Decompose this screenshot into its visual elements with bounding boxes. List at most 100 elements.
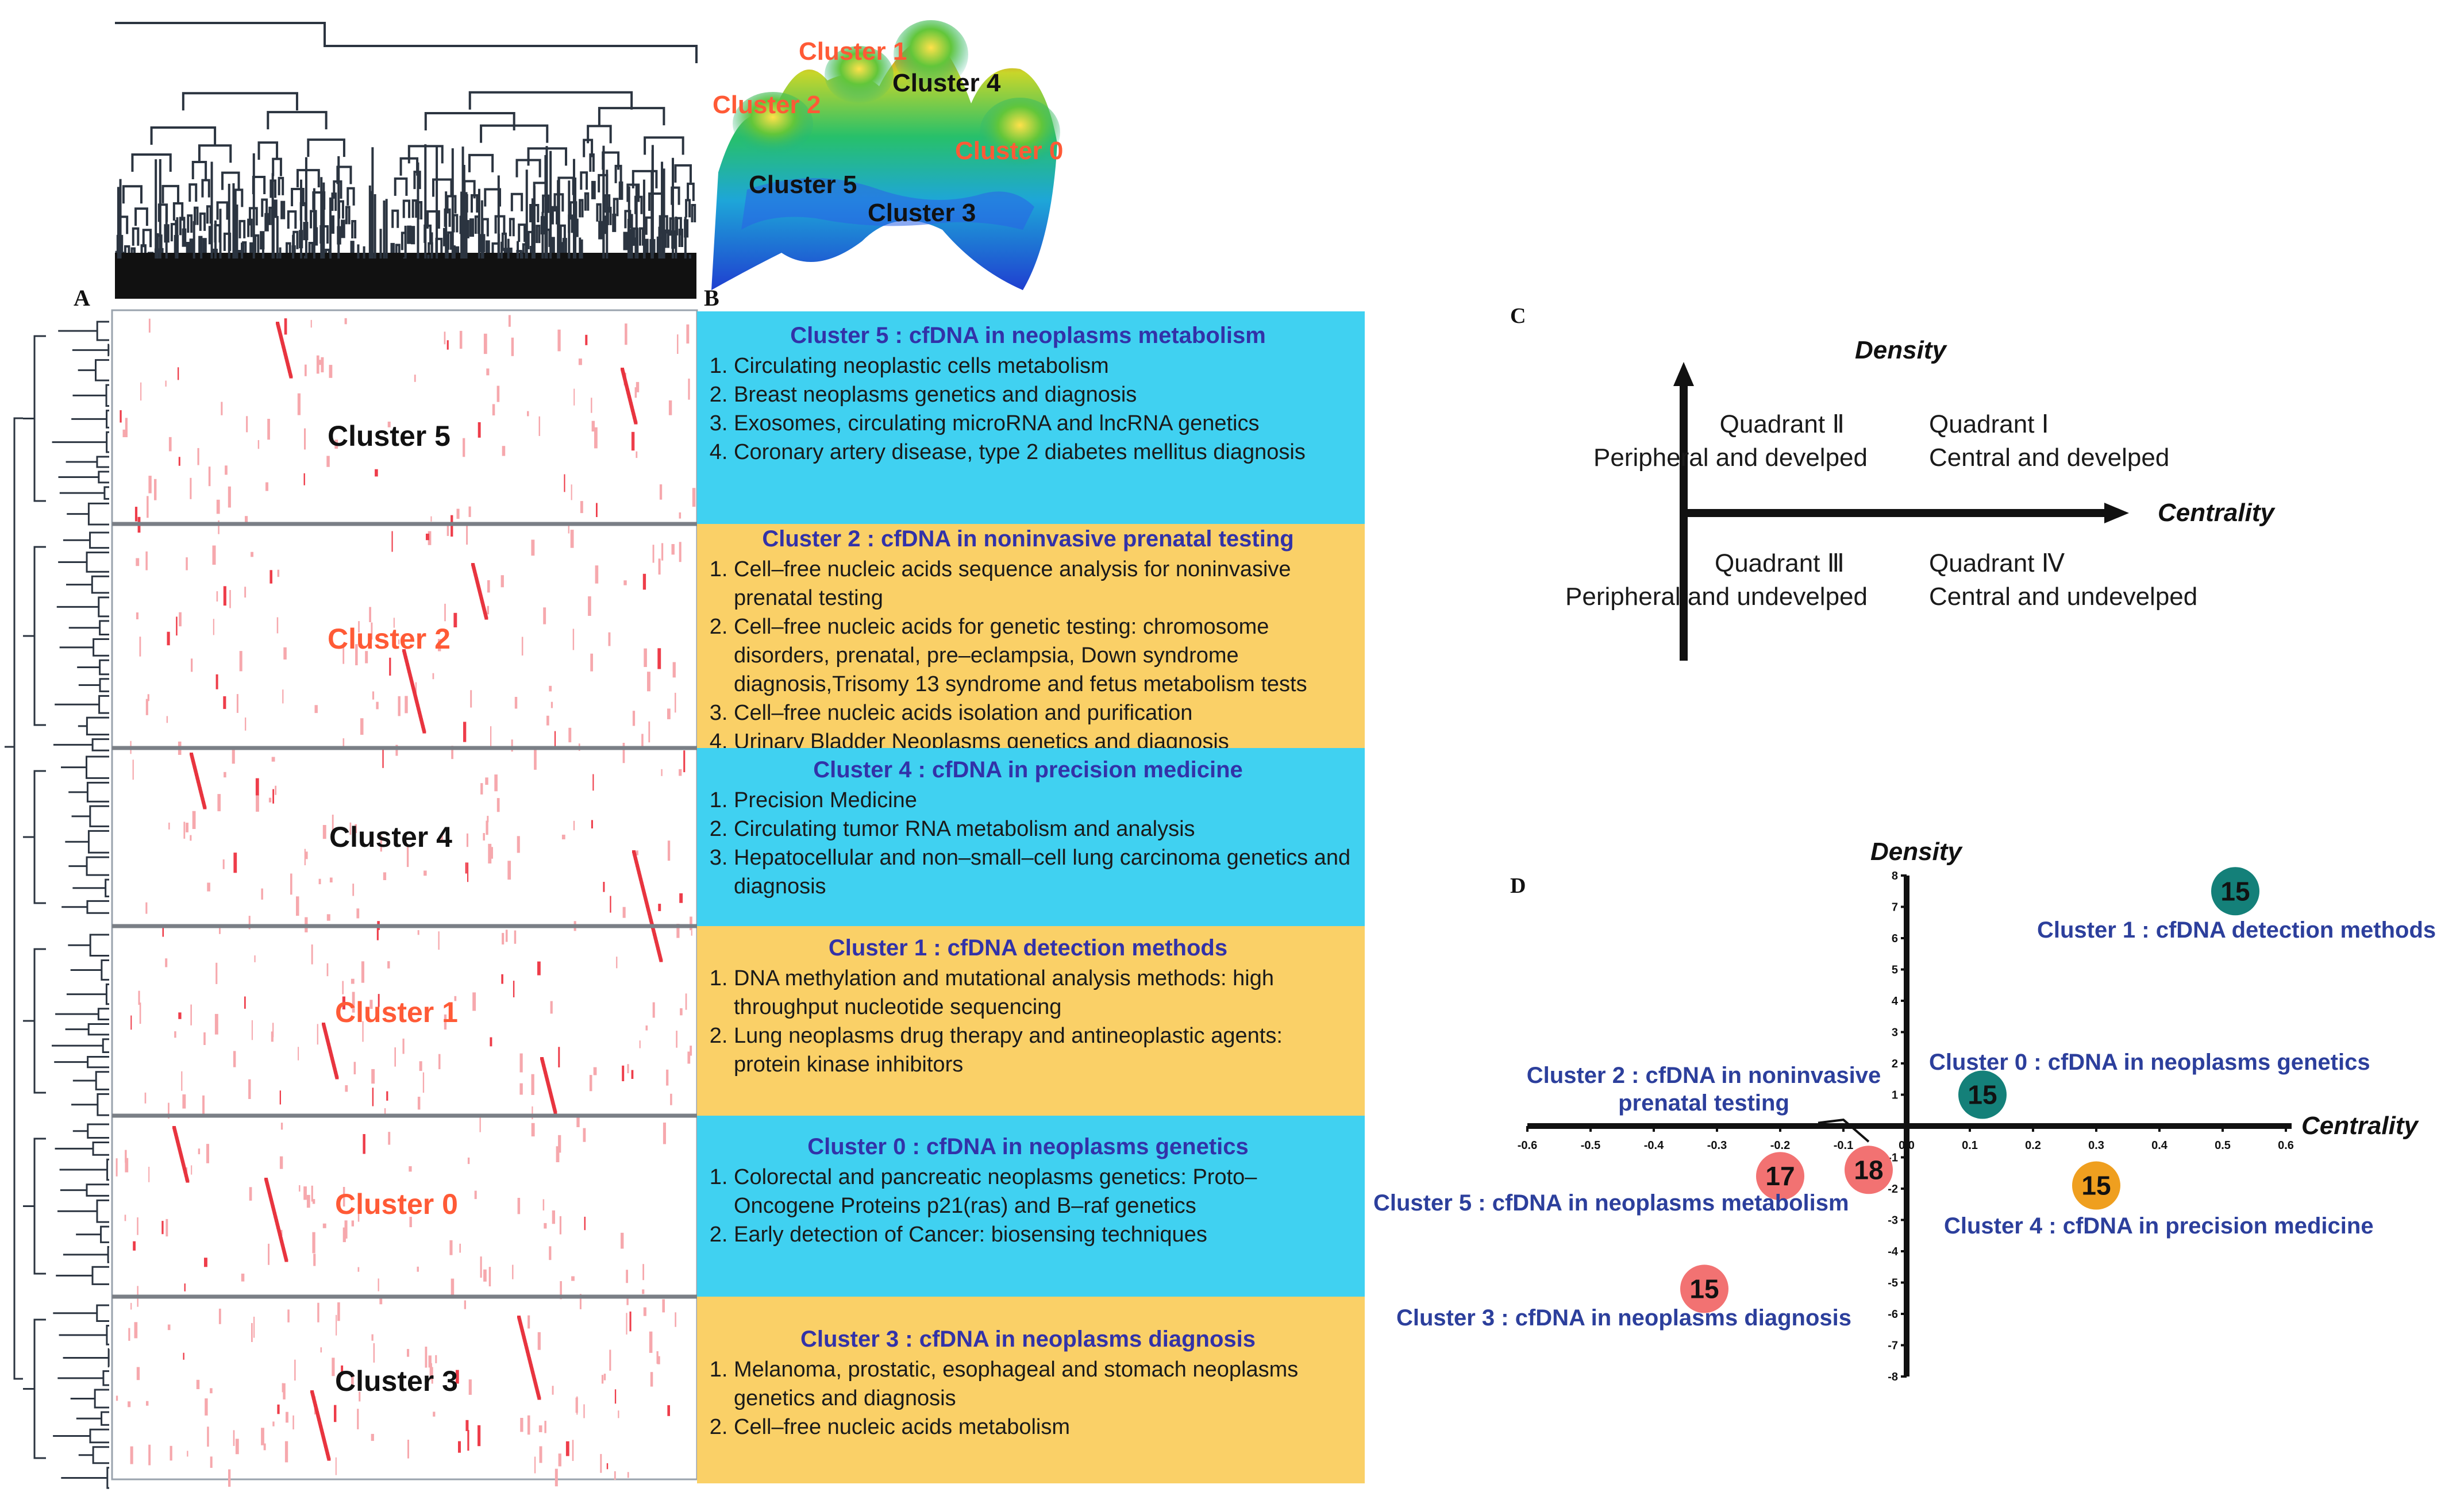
dendrogram-branch: [201, 179, 210, 198]
dendrogram-branch: [33, 770, 46, 904]
heatmap-cell: [248, 1079, 251, 1099]
heatmap-cell: [317, 1302, 319, 1323]
heatmap-cell: [642, 1264, 644, 1281]
heatmap-cell: [428, 1355, 432, 1368]
dendrogram-branch: [638, 227, 644, 246]
dendrogram-branch: [308, 241, 314, 260]
heatmap-cell: [578, 358, 582, 365]
dendrogram-branch: [96, 456, 109, 468]
heatmap-cell: [322, 1223, 326, 1228]
heatmap-cell: [645, 1025, 648, 1031]
heatmap-cell: [379, 1297, 383, 1305]
heatmap-cell: [206, 1144, 209, 1163]
heatmap-cell: [627, 1064, 629, 1074]
heatmap-cell: [376, 926, 379, 940]
heatmap-cell: [484, 616, 488, 620]
cluster-0-list: Colorectal and pancreatic neoplasms gene…: [705, 1163, 1351, 1249]
heatmap-cell: [145, 902, 148, 914]
heatmap-cell: [589, 1075, 592, 1092]
dendrogram-branch: [411, 199, 418, 218]
heatmap-cell: [134, 507, 138, 522]
dendrogram-branch: [199, 212, 206, 231]
dendrogram-branch: [86, 552, 109, 573]
heatmap-cell: [463, 438, 465, 457]
dendrogram-branch: [100, 1225, 109, 1243]
cluster-5-box: Cluster 5 : cfDNA in neoplasms metabolis…: [697, 311, 1365, 524]
heatmap-cell: [433, 1412, 436, 1417]
heatmap-cell: [488, 843, 492, 863]
dendrogram-branch: [407, 225, 412, 244]
cluster-0-title: Cluster 0 : cfDNA in neoplasms genetics: [807, 1134, 1249, 1159]
dendrogram-branch: [469, 218, 474, 237]
dendrogram-branch: [188, 183, 198, 202]
heatmap-cell: [318, 360, 322, 365]
heatmap-cell: [186, 1179, 190, 1183]
heatmap-cell: [623, 580, 627, 585]
heatmap-cell: [576, 1396, 578, 1415]
heatmap-cell: [480, 783, 483, 795]
heatmap-cell: [494, 774, 498, 792]
dendrogram-branch: [557, 176, 575, 195]
heatmap-cell: [326, 456, 330, 467]
dendrogram-branch: [341, 219, 345, 238]
dendrogram-branch: [510, 192, 523, 211]
heatmap-cell: [373, 1343, 375, 1363]
heatmap-cell: [215, 962, 218, 984]
heatmap-cell: [375, 469, 378, 477]
dendrogram-branch: [91, 738, 109, 751]
heatmap-cell: [647, 672, 650, 692]
heatmap-cell: [221, 402, 223, 415]
dendrogram-branch: [518, 223, 526, 242]
panel-a-letter: A: [74, 285, 90, 311]
heatmap-cell: [369, 607, 371, 622]
heatmap-cell: [688, 379, 690, 400]
dendrogram-branch: [106, 410, 109, 429]
heatmap-cell: [322, 825, 326, 839]
dendrogram-branch: [452, 214, 459, 233]
heatmap-cell: [405, 696, 408, 714]
heatmap-cell: [181, 1071, 183, 1091]
list-item: Circulating neoplastic cells metabolism: [734, 352, 1351, 380]
heatmap-cell: [144, 1092, 147, 1104]
dendrogram-branch: [115, 22, 326, 36]
heatmap-cell: [236, 694, 238, 713]
heatmap-cell: [659, 484, 663, 500]
dendrogram-branch: [324, 36, 698, 63]
dendrogram-branch: [242, 241, 247, 260]
heatmap-cell: [376, 701, 379, 710]
dendrogram-branch: [623, 232, 628, 250]
heatmap-cell: [487, 606, 489, 615]
heatmap-cell: [480, 1256, 482, 1278]
heatmap-cell: [246, 416, 248, 433]
heatmap-cell: [132, 759, 134, 780]
heatmap-cell: [202, 1095, 205, 1117]
cluster-3-title: Cluster 3 : cfDNA in neoplasms diagnosis: [800, 1327, 1256, 1352]
heatmap-cell: [496, 385, 500, 402]
heatmap-cell: [249, 1187, 252, 1201]
heatmap-cell: [190, 1004, 192, 1025]
list-item: Cell–free nucleic acids metabolism: [734, 1413, 1351, 1441]
heatmap-cell: [196, 1379, 200, 1389]
heatmap-cell: [355, 824, 357, 834]
heatmap-cell: [297, 393, 301, 415]
heatmap-cell: [496, 798, 500, 812]
dendrogram-branch: [187, 214, 193, 233]
heatmap-cell: [609, 1350, 611, 1371]
quadrant-2-name: Quadrant Ⅱ: [1719, 410, 1845, 438]
list-item: DNA methylation and mutational analysis …: [734, 964, 1351, 1021]
heatmap-cell: [544, 1223, 547, 1229]
heatmap-cell: [233, 1430, 235, 1446]
heatmap-cell: [261, 888, 263, 900]
heatmap-cell: [154, 479, 157, 500]
heatmap-cell: [622, 1065, 625, 1081]
heatmap-cell: [382, 747, 384, 768]
heatmap-cell: [407, 1349, 410, 1357]
heatmap-cell: [310, 319, 312, 328]
dendrogram-branch: [579, 199, 584, 218]
heatmap-cell: [417, 930, 419, 935]
dendrogram-branch: [87, 830, 109, 854]
heatmap-cell: [483, 1269, 487, 1282]
heatmap-cell: [464, 1300, 466, 1309]
heatmap-cell: [168, 437, 172, 452]
dendrogram-branch: [591, 180, 596, 199]
